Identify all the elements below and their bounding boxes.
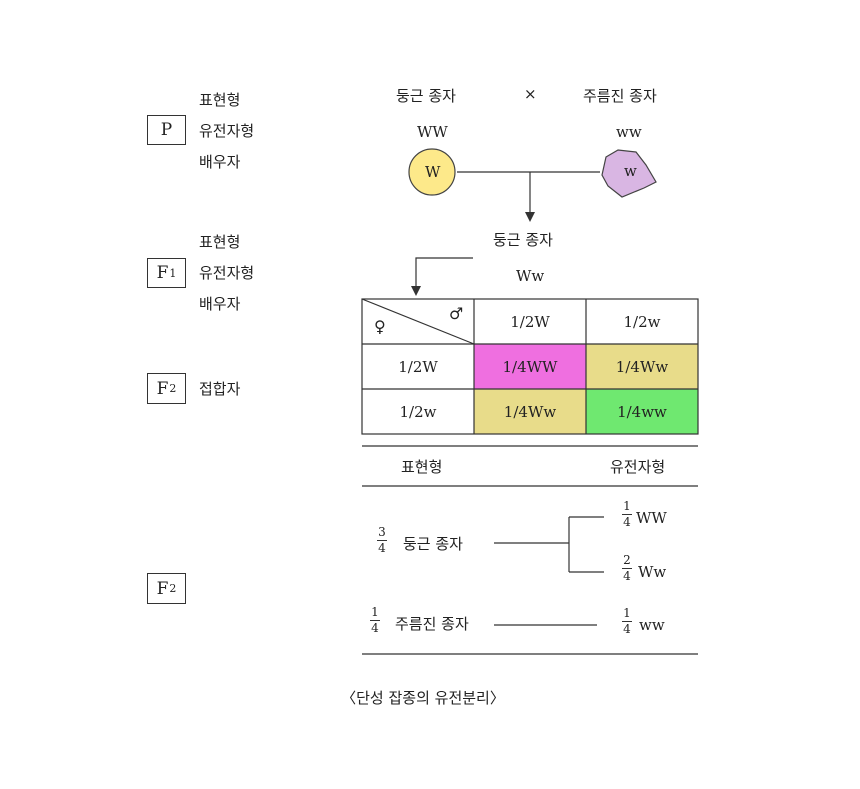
punnett-cell: 1/4ww <box>617 402 667 421</box>
wrinkled-phenotype-label: 주름진 종자 <box>395 615 469 633</box>
label-f1-gamete: 배우자 <box>199 295 241 313</box>
punnett-cell: 1/4WW <box>502 357 558 376</box>
fraction-denominator: 4 <box>623 622 631 636</box>
generation-sub-f2: 2 <box>169 382 177 395</box>
genotype-label: Ww <box>638 563 667 581</box>
f1-arrow-line <box>415 257 473 288</box>
generation-label-f1: F <box>156 263 169 283</box>
generation-label-f2-summary: F <box>156 578 169 599</box>
f1-phenotype: 둥근 종자 <box>493 231 553 249</box>
label-phenotype: 표현형 <box>199 91 241 109</box>
male-symbol-icon: ♂ <box>449 304 464 323</box>
female-symbol-icon: ♀ <box>374 317 386 336</box>
genotype-label: WW <box>636 509 667 527</box>
generation-label-p: P <box>160 120 173 140</box>
summary-header-phenotype: 표현형 <box>401 458 443 476</box>
fraction-denominator: 4 <box>378 541 386 555</box>
label-zygote: 접합자 <box>199 380 241 398</box>
f1-arrow-head <box>411 286 421 296</box>
punnett-col-header: 1/2w <box>623 312 661 331</box>
generation-box-p: P <box>147 115 186 145</box>
fraction-numerator: 3 <box>378 525 386 539</box>
fraction-numerator: 1 <box>371 605 379 619</box>
punnett-cell-bg <box>586 344 698 389</box>
genotype-fraction-ww-upper: 1 4 <box>622 500 632 529</box>
round-fraction: 3 4 <box>377 526 387 555</box>
punnett-col-header: 1/2W <box>510 312 550 331</box>
gamete-left-label: W <box>425 163 441 181</box>
punnett-cell-bg <box>474 389 586 434</box>
dominant-gamete-circle <box>408 148 456 196</box>
fraction-numerator: 1 <box>623 606 631 620</box>
f1-genotype: Ww <box>516 267 545 285</box>
fraction-bar <box>377 540 387 541</box>
recessive-gamete-blob <box>601 149 657 198</box>
parent-left-phenotype: 둥근 종자 <box>396 87 456 105</box>
wrinkled-fraction: 1 4 <box>370 606 380 635</box>
gamete-right-label: w <box>624 162 637 180</box>
punnett-grid <box>361 298 699 435</box>
round-phenotype-label: 둥근 종자 <box>403 535 463 553</box>
label-gamete: 배우자 <box>199 153 241 171</box>
punnett-cell-bg <box>474 344 586 389</box>
parent-left-genotype: WW <box>417 123 448 141</box>
genotype-fraction-recessive: 1 4 <box>622 607 632 636</box>
fraction-bar <box>370 620 380 621</box>
label-genotype: 유전자형 <box>199 122 255 140</box>
label-f1-phenotype: 표현형 <box>199 233 241 251</box>
punnett-cell: 1/4Ww <box>503 402 557 421</box>
figure-caption: 〈단성 잡종의 유전분리〉 <box>341 689 505 707</box>
punnett-row-header: 1/2w <box>399 402 437 421</box>
fraction-bar <box>622 568 632 569</box>
generation-sub-f1: 1 <box>169 266 177 280</box>
fraction-bar <box>622 621 632 622</box>
cross-symbol: × <box>524 85 537 103</box>
genotype-label: ww <box>639 616 665 634</box>
parent-right-phenotype: 주름진 종자 <box>583 87 657 105</box>
punnett-cell-bg <box>586 389 698 434</box>
down-arrow-head <box>525 212 535 222</box>
genotype-fraction-hetero: 2 4 <box>622 554 632 583</box>
fraction-numerator: 1 <box>623 499 631 513</box>
fraction-denominator: 4 <box>623 515 631 529</box>
fraction-denominator: 4 <box>371 621 379 635</box>
punnett-cell: 1/4Ww <box>615 357 669 376</box>
summary-header-genotype: 유전자형 <box>610 458 666 476</box>
fraction-bar <box>622 514 632 515</box>
generation-label-f2: F <box>156 378 169 399</box>
punnett-row-header: 1/2W <box>398 357 438 376</box>
parent-right-genotype: ww <box>616 123 642 141</box>
fraction-denominator: 4 <box>623 569 631 583</box>
generation-sub-f2-summary: 2 <box>169 582 177 595</box>
fraction-numerator: 2 <box>623 553 631 567</box>
label-f1-genotype: 유전자형 <box>199 264 255 282</box>
